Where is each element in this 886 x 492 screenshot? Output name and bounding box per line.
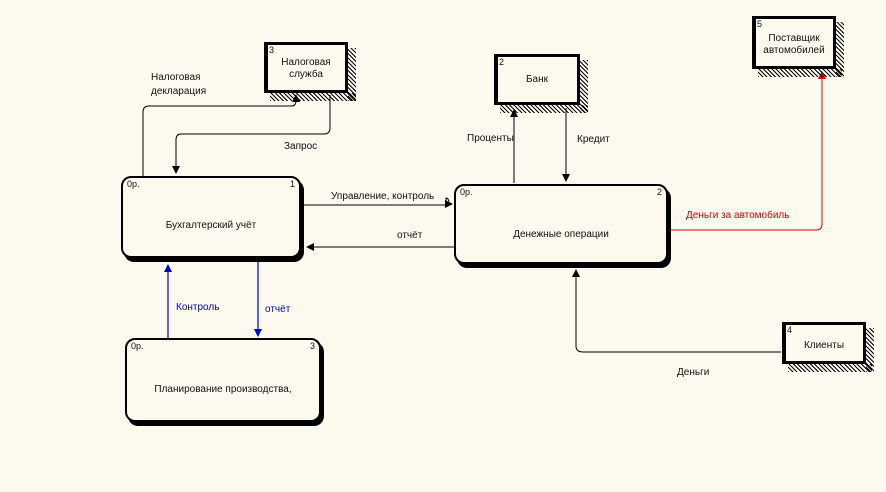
process-accounting[interactable]: 0р. 1 Бухгалтерский учёт [121,176,301,258]
process-number: 3 [309,341,315,351]
flow-money-line [572,269,781,353]
external-tax-service[interactable]: 3 Налоговая служба [264,42,348,93]
process-prefix: 0р. [127,179,140,189]
external-title: Поставщик автомобилей [763,33,825,56]
supplier-shadow-right [836,22,844,77]
process-number: 2 [656,187,662,197]
supplier-shadow-bottom [758,69,842,77]
flow-label-control: Контроль [176,302,220,313]
process-money-operations[interactable]: 0р. 2 Денежные операции [454,184,668,264]
clients-shadow-right [866,328,874,372]
external-number: 2 [499,57,505,67]
external-clients[interactable]: 4 Клиенты [782,322,866,364]
process-title: Планирование производства, [154,384,292,395]
flow-tax-declaration-line [142,94,300,176]
process-planning[interactable]: 0р. 3 Планирование производства, [125,338,321,422]
flow-label-percent: Проценты [467,133,514,144]
process-title: Денежные операции [513,229,609,240]
flow-label-request: Запрос [284,141,318,152]
external-number: 3 [269,45,275,55]
flow-label-tax-declaration: Налоговая декларация [151,72,207,97]
bank-shadow-right [580,60,588,113]
process-title: Бухгалтерский учёт [165,220,257,231]
bank-shadow-bottom [500,105,588,113]
flow-car-money-line [670,71,826,231]
flow-label-report-money: отчёт [397,230,423,241]
external-car-supplier[interactable]: 5 Поставщик автомобилей [752,16,836,69]
flow-label-car-money: Деньги за автомобиль [686,210,790,221]
tax-shadow-bottom [270,93,356,101]
external-title: Клиенты [803,340,845,351]
external-number: 5 [757,19,763,29]
external-title: Налоговая служба [281,57,331,80]
external-title: Банк [525,74,549,85]
external-bank[interactable]: 2 Банк [494,54,580,105]
flow-label-management: Управление, контроль [331,191,435,202]
process-number: 1 [289,179,295,189]
flow-label-credit: Кредит [577,134,610,145]
flow-management-line [302,197,453,208]
flow-request-line [172,95,331,174]
process-prefix: 0р. [131,341,144,351]
flow-label-money: Деньги [677,367,710,378]
clients-shadow-bottom [788,364,872,372]
tax-shadow-right [348,48,356,101]
process-prefix: 0р. [460,187,473,197]
flow-label-report-planning: отчёт [265,304,291,315]
external-number: 4 [787,325,793,335]
